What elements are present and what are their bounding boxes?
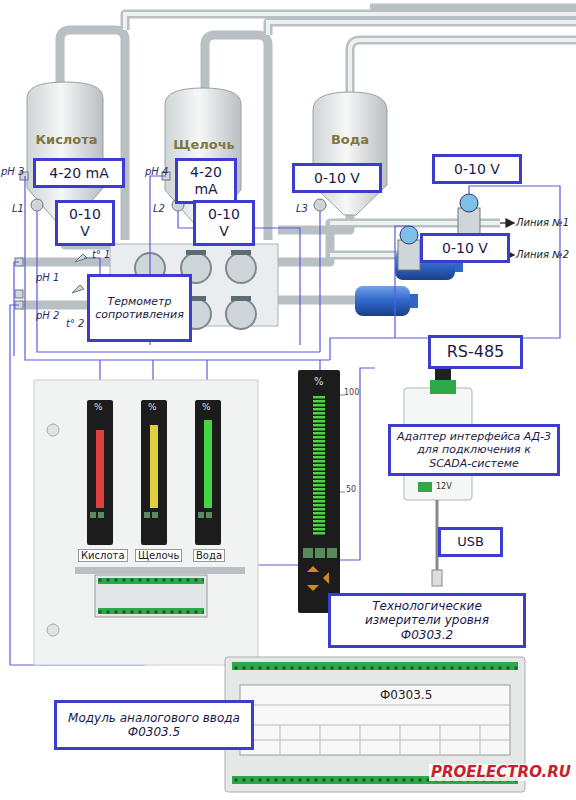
signal-label: pH 4 bbox=[145, 166, 168, 177]
device-callout: Адаптер интерфейса АД-3 для подключения … bbox=[388, 424, 560, 476]
signal-label: 100 bbox=[344, 389, 359, 398]
signal-label: pH 1 bbox=[36, 272, 59, 283]
interface-callout: USB bbox=[438, 527, 503, 557]
signal-callout: 0-10 V bbox=[292, 163, 382, 193]
signal-callout: 0-10 V bbox=[432, 154, 522, 184]
device-callout: Технологические измерители уровня Ф0303.… bbox=[328, 593, 526, 648]
box-text: 0-10 V bbox=[314, 170, 360, 187]
box-text: 0-10 V bbox=[454, 161, 500, 178]
channel-label: Щелочь bbox=[135, 549, 182, 562]
channel-label: Кислота bbox=[78, 549, 128, 562]
tank-label-box: Щелочь bbox=[165, 130, 243, 160]
box-text: Технологические измерители уровня Ф0303.… bbox=[337, 599, 517, 642]
box-text: 4-20 mA bbox=[49, 165, 108, 182]
signal-label: % bbox=[202, 403, 211, 413]
signal-label: L1 bbox=[12, 203, 24, 214]
signal-label: t° 2 bbox=[66, 318, 84, 329]
signal-callout: 4-20 mA bbox=[33, 158, 125, 188]
signal-label: % bbox=[314, 376, 324, 387]
signal-label: Ф0303.5 bbox=[380, 689, 432, 702]
watermark: PROELECTRO.RU bbox=[429, 764, 573, 781]
box-text: Адаптер интерфейса АД-3 для подключения … bbox=[397, 430, 551, 470]
box-text: 0-10 V bbox=[64, 206, 106, 240]
pipes bbox=[20, 8, 576, 305]
pipe-highlight bbox=[125, 14, 576, 255]
tank-label-box: Кислота bbox=[27, 125, 106, 155]
signal-label: t° 1 bbox=[92, 249, 110, 260]
box-text: 0-10 V bbox=[202, 206, 246, 240]
sensor-callout: Термометр сопротивления bbox=[87, 274, 192, 342]
signal-callout: 0-10 V bbox=[420, 233, 510, 263]
signal-label: L3 bbox=[296, 203, 308, 214]
box-text: Щелочь bbox=[173, 137, 235, 153]
signal-label: % bbox=[94, 403, 103, 413]
big-level-meter bbox=[298, 370, 345, 613]
box-text: Модуль аналогового ввода Ф0303.5 bbox=[63, 711, 245, 740]
signal-label: pH 3 bbox=[1, 166, 24, 177]
box-text: Вода bbox=[331, 132, 369, 148]
box-text: USB bbox=[457, 534, 484, 550]
device-callout: Модуль аналогового ввода Ф0303.5 bbox=[54, 700, 254, 750]
signal-wires bbox=[10, 176, 560, 665]
channel-label: Вода bbox=[193, 549, 225, 562]
signal-callout: 4-20 mA bbox=[175, 158, 237, 204]
box-text: Кислота bbox=[35, 132, 97, 148]
tank-label-box: Вода bbox=[313, 125, 387, 155]
signal-callout: 0-10 V bbox=[193, 200, 255, 246]
cabinet bbox=[34, 380, 258, 665]
interface-callout: RS-485 bbox=[428, 335, 523, 369]
signal-label: 12V bbox=[436, 483, 452, 492]
signal-label: % bbox=[148, 403, 157, 413]
signal-label: L2 bbox=[153, 203, 165, 214]
box-text: 0-10 V bbox=[442, 240, 488, 257]
signal-label: 50 bbox=[346, 486, 356, 495]
box-text: 4-20 mA bbox=[184, 164, 228, 198]
signal-label: Линия №2 bbox=[516, 249, 569, 260]
signal-label: Линия №1 bbox=[516, 217, 569, 228]
signal-callout: 0-10 V bbox=[55, 200, 115, 246]
small-level-meters bbox=[87, 400, 221, 545]
signal-label: pH 2 bbox=[36, 310, 59, 321]
box-text: RS-485 bbox=[447, 342, 505, 361]
box-text: Термометр сопротивления bbox=[95, 295, 183, 321]
din-module bbox=[75, 567, 245, 617]
